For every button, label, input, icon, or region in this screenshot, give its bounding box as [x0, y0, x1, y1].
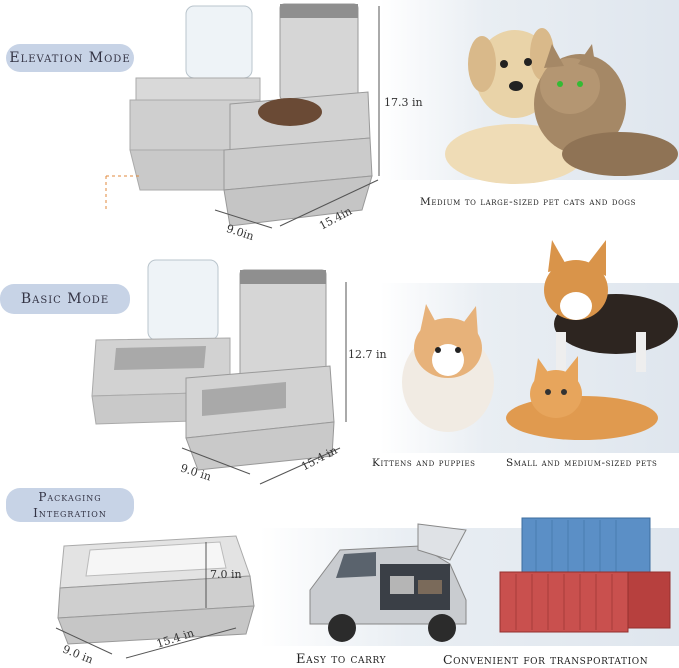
basic-mode-label: Basic Mode: [0, 284, 130, 314]
basic-caption-left: Kittens and puppies: [372, 457, 476, 469]
basic-height-dimension: 12.7 in: [348, 348, 387, 361]
elevation-caption: Medium to large-sized pet cats and dogs: [420, 196, 637, 208]
packaging-caption-left: Easy to carry: [296, 652, 387, 667]
elevation-mode-label: Elevation Mode: [6, 44, 134, 72]
packaging-height-dimension: 7.0 in: [210, 568, 242, 581]
packaging-integration-label: Packaging Integration: [6, 488, 134, 522]
shipping-containers-photo: [499, 517, 671, 633]
elevation-feeders-illustration: [105, 3, 380, 229]
packaging-caption-right: Convenient for transportation: [443, 652, 649, 667]
elevation-height-dimension: 17.3 in: [384, 96, 423, 109]
dog-and-cat-photo: [445, 28, 678, 184]
basic-caption-right: Small and medium-sized pets: [506, 457, 658, 469]
packaged-feeder-illustration: [55, 535, 255, 659]
puppy-kitten-photo: [402, 240, 678, 440]
car-trunk-photo: [309, 523, 467, 642]
basic-feeders-illustration: [91, 259, 347, 485]
